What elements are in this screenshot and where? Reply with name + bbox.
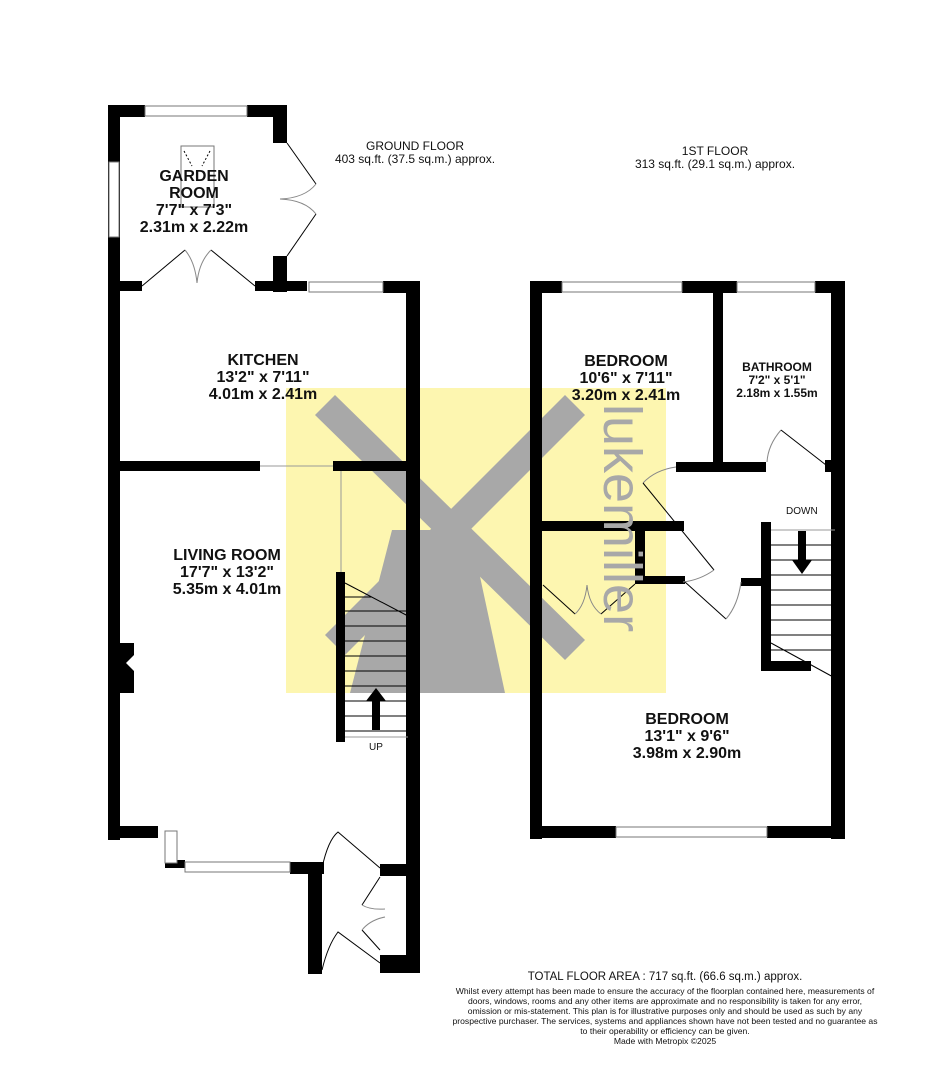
room-dimensions-imperial: 7'7" x 7'3" xyxy=(155,202,233,219)
room-dimensions-metric: 3.98m x 2.90m xyxy=(632,745,742,762)
room-name: LIVING ROOM xyxy=(173,547,281,564)
room-name: BATHROOM xyxy=(742,360,812,374)
watermark-logo-text: lukemiller xyxy=(592,404,652,632)
ground-stairs xyxy=(344,582,409,738)
ground-floor-doors xyxy=(141,142,386,971)
room-name: GARDEN xyxy=(159,168,229,185)
room-bathroom: BATHROOM 7'2" x 5'1" 2.18m x 1.55m xyxy=(736,360,817,400)
metropix-credit: Made with Metropix ©2025 xyxy=(613,1036,717,1046)
ground-floor-windows xyxy=(108,105,384,873)
first-floor-windows xyxy=(561,281,816,838)
first-floor-doors xyxy=(542,429,827,620)
arrow-down-icon xyxy=(792,531,812,574)
footer: TOTAL FLOOR AREA : 717 sq.ft. (66.6 sq.m… xyxy=(450,970,880,1046)
room-kitchen: KITCHEN 13'2" x 7'11" 4.01m x 2.41m xyxy=(209,352,318,403)
arrow-up-icon xyxy=(366,688,386,730)
room-dimensions-metric: 2.18m x 1.55m xyxy=(736,386,818,400)
room-dimensions-imperial: 7'2" x 5'1" xyxy=(748,373,806,387)
total-floor-area: TOTAL FLOOR AREA : 717 sq.ft. (66.6 sq.m… xyxy=(527,971,803,983)
room-dimensions-imperial: 13'1" x 9'6" xyxy=(644,728,730,745)
room-garden-room: GARDEN ROOM 7'7" x 7'3" 2.31m x 2.22m xyxy=(140,168,249,236)
first-floor-area: 313 sq.ft. (29.1 sq.m.) approx. xyxy=(634,157,796,171)
stairs-up-label: UP xyxy=(369,742,383,753)
room-living-room: LIVING ROOM 17'7" x 13'2" 5.35m x 4.01m xyxy=(173,547,282,598)
room-dimensions-metric: 3.20m x 2.41m xyxy=(571,387,681,404)
room-dimensions-metric: 5.35m x 4.01m xyxy=(172,581,282,598)
first-floor-walls xyxy=(530,281,845,839)
room-bedroom-2: BEDROOM 13'1" x 9'6" 3.98m x 2.90m xyxy=(633,711,742,762)
room-name: ROOM xyxy=(169,185,219,202)
ground-floor-title: GROUND FLOOR 403 sq.ft. (37.5 sq.m.) app… xyxy=(320,140,510,166)
room-name: KITCHEN xyxy=(227,352,299,369)
first-floor-title: 1ST FLOOR 313 sq.ft. (29.1 sq.m.) approx… xyxy=(620,145,810,171)
room-dimensions-imperial: 10'6" x 7'11" xyxy=(579,370,673,387)
room-bedroom-1: BEDROOM 10'6" x 7'11" 3.20m x 2.41m xyxy=(572,353,681,404)
ground-floor-name: GROUND FLOOR xyxy=(365,139,464,153)
room-dimensions-imperial: 17'7" x 13'2" xyxy=(180,564,274,581)
room-dimensions-imperial: 13'2" x 7'11" xyxy=(216,369,310,386)
stairs-down-label: DOWN xyxy=(786,506,818,517)
ground-floor-area: 403 sq.ft. (37.5 sq.m.) approx. xyxy=(334,152,496,166)
disclaimer-text: Whilst every attempt has been made to en… xyxy=(452,986,878,1036)
room-dimensions-metric: 2.31m x 2.22m xyxy=(139,219,249,236)
room-name: BEDROOM xyxy=(584,353,668,370)
first-floor-stairs xyxy=(770,529,836,679)
room-dimensions-metric: 4.01m x 2.41m xyxy=(208,386,318,403)
first-floor-name: 1ST FLOOR xyxy=(681,144,749,158)
room-name: BEDROOM xyxy=(645,711,729,728)
svg-text:lukemiller: lukemiller xyxy=(592,404,652,632)
ground-floor-walls xyxy=(108,105,420,974)
